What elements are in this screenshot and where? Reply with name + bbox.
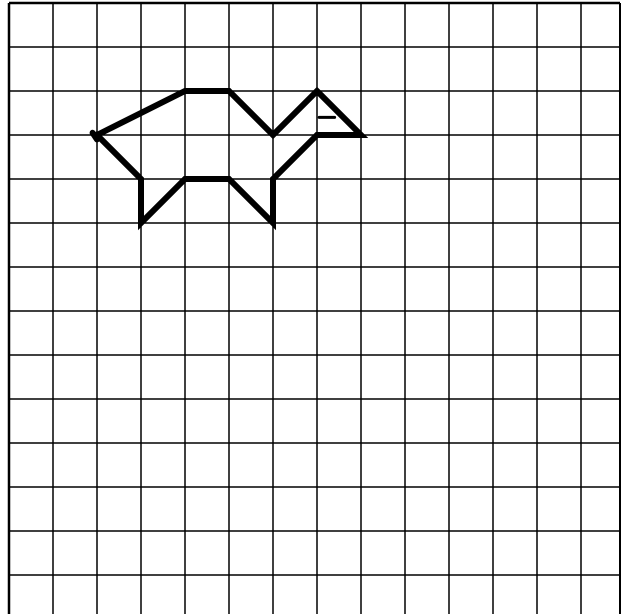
turtle-tail: [93, 133, 97, 140]
